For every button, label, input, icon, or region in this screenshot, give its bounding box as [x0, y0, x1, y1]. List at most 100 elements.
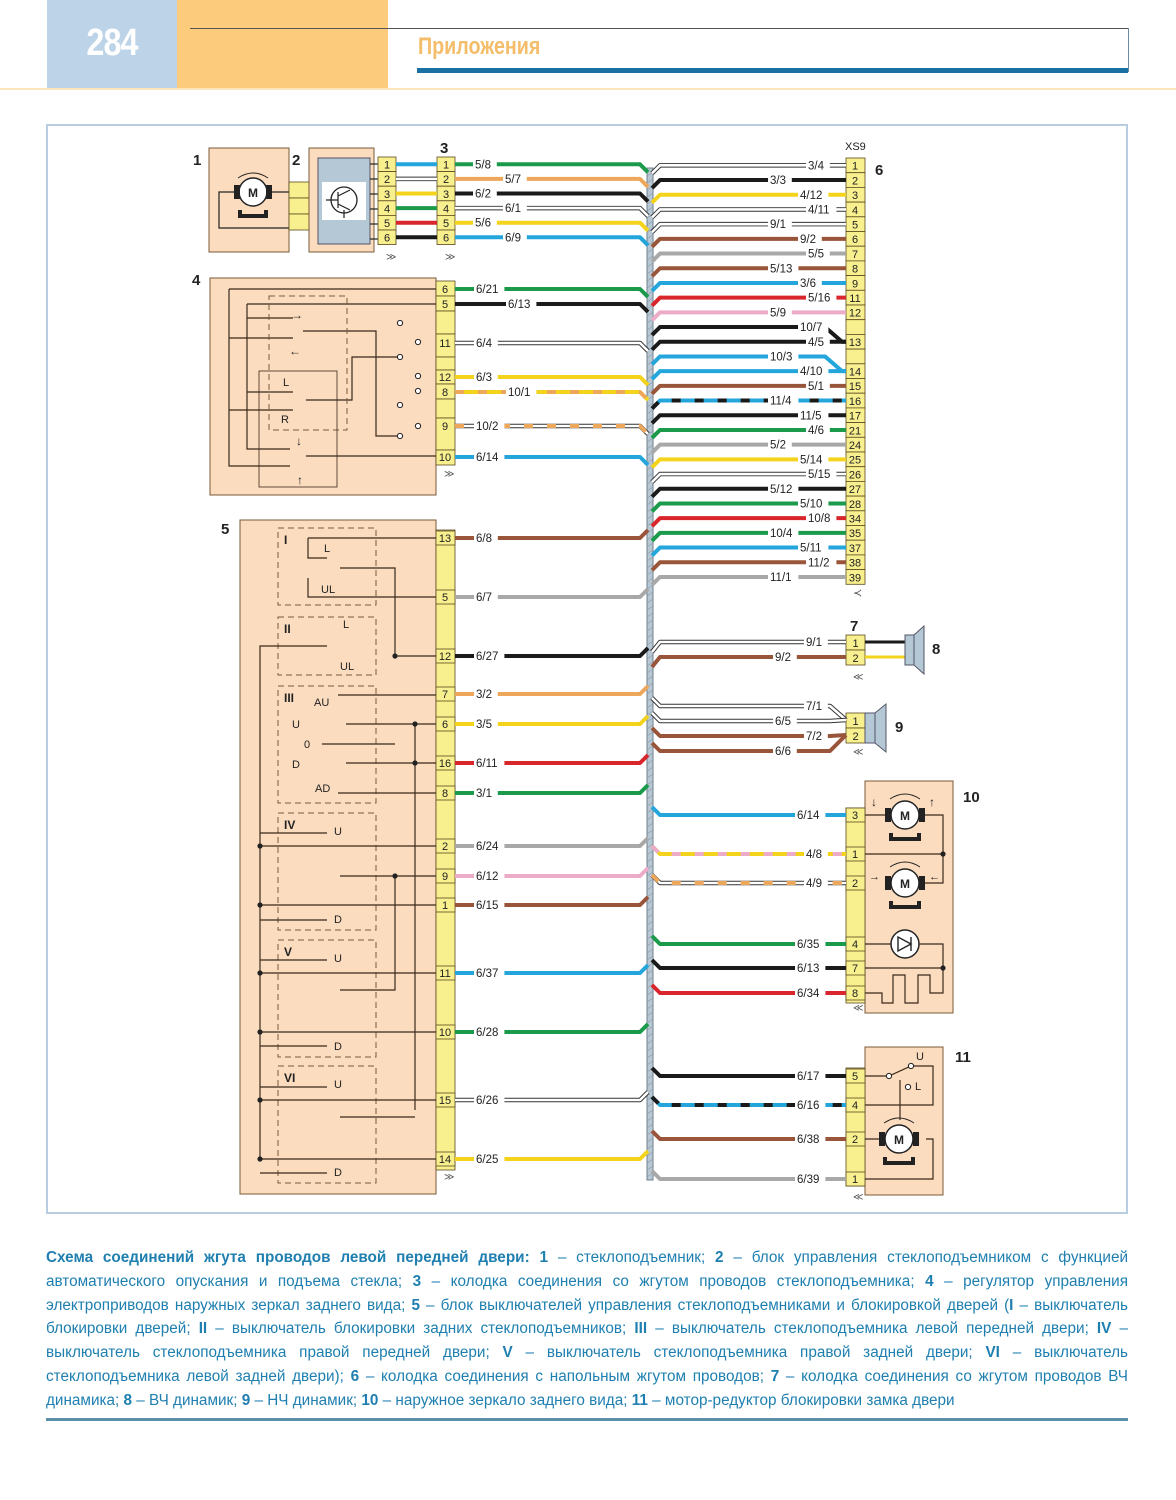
bundle-hatch [646, 1025, 654, 1031]
wire-xs9-9 [650, 280, 846, 293]
wire-label: 9/2 [775, 652, 791, 664]
bundle-hatch [646, 1158, 654, 1164]
wire-label-bg [768, 481, 799, 495]
wire-xs9-7 [650, 251, 846, 263]
switch-III-box [277, 685, 377, 804]
bundle-hatch [646, 794, 654, 800]
caption-key: 8 [123, 1391, 133, 1409]
wire-xs9-24 [650, 442, 846, 455]
mirror-circuit [865, 814, 944, 1004]
arrow-up-icon: ↑ [929, 795, 935, 809]
bundle-hatch [646, 745, 654, 751]
caption-text: – наружное зеркало заднего вида; [378, 1391, 632, 1409]
wire-label: 6/27 [476, 651, 498, 663]
wire-label: 4/8 [806, 849, 822, 861]
wire-label-bg [473, 186, 497, 200]
motor-icon-label: M [248, 186, 258, 200]
wire-label: 7/2 [806, 731, 822, 743]
wire-5-8 [455, 783, 650, 795]
bundle-hatch [646, 192, 654, 198]
motor-base [238, 210, 268, 218]
wire-4-6 [455, 287, 650, 299]
caption-text: – выключатель стеклоподъемника левой зад… [46, 1344, 1128, 1385]
switch-contact [396, 432, 404, 440]
caption-key: 7 [770, 1367, 780, 1385]
bundle-hatch [646, 920, 654, 926]
bundle-hatch [646, 206, 654, 212]
wire-label-bg [768, 349, 799, 363]
wire-xs9-34 [650, 516, 846, 528]
bundle-hatch [646, 430, 654, 436]
wire-label: 6/26 [476, 1095, 498, 1107]
wire-7-1-core [650, 640, 846, 653]
bundle-hatch [646, 241, 654, 247]
wire-label-bg [503, 171, 527, 185]
wire-label: 5/14 [800, 454, 823, 466]
bundle-hatch [646, 710, 654, 716]
switch-contact [396, 319, 404, 327]
mirror-motor-1-icon-brush [885, 808, 891, 822]
bundle-hatch [646, 451, 654, 457]
bundle-hatch [646, 283, 654, 289]
switch-label: 0 [304, 739, 310, 751]
wire-label-bg [768, 305, 792, 319]
xs9-pin-label: 27 [849, 484, 861, 496]
connector-4-pin [435, 356, 456, 371]
wire-label: 9/1 [806, 637, 822, 649]
tweeter-cone-icon [913, 624, 925, 676]
wire-xs9-38 [650, 560, 846, 572]
junction-dot [412, 721, 418, 727]
connector-2-pin-label: 2 [384, 174, 390, 186]
wire-5-1 [455, 895, 650, 907]
xs9-pin-label: 25 [849, 455, 861, 467]
caption-text: – колодка соединения со жгутом проводов … [46, 1367, 1128, 1409]
connector-11-pin-label: 2 [852, 1134, 858, 1146]
wire-10-4 [650, 934, 846, 946]
mirror-motor-2-icon-rotation-icon [889, 861, 921, 868]
mirror-led-icon [890, 929, 920, 959]
connector-10-mark-icon: ≪ [853, 1003, 863, 1014]
wire-xs9-4-core [651, 208, 846, 219]
wire-label-bg [474, 717, 498, 730]
wire-label: 5/2 [770, 440, 786, 452]
bundle-hatch [646, 724, 654, 730]
mirror-motor-2-icon-brush [919, 876, 925, 890]
bundle-hatch [646, 255, 654, 261]
xs9-pin-label: 24 [849, 440, 861, 452]
wire-9-6/6 [650, 733, 848, 753]
bundle-hatch [646, 374, 654, 380]
wire-label-bg [795, 1098, 826, 1111]
bundle-hatch [646, 1102, 654, 1108]
mirror-motor-2-icon-brush [885, 876, 891, 890]
switch-label: L [324, 543, 330, 555]
switch-label: AU [314, 697, 329, 709]
regulator-switch-group [268, 295, 348, 431]
bundle-hatch [646, 899, 654, 905]
caption-key: 6 [350, 1367, 360, 1385]
wire-5-13 [455, 528, 650, 540]
bundle-hatch [646, 416, 654, 422]
wire-label: 6/13 [508, 299, 530, 311]
page-number: 284 [86, 22, 138, 64]
caption-key: VI [985, 1344, 1000, 1362]
bundle-hatch [646, 731, 654, 737]
caption-rule [46, 1418, 1128, 1421]
wire-label-bg [506, 297, 537, 310]
lock-motor-icon-base [883, 1157, 915, 1165]
wire-label: 6/15 [476, 900, 498, 912]
connector-10-pin-label: 4 [852, 939, 858, 951]
wire-label-bg [798, 408, 829, 422]
arrow-right-icon: → [869, 871, 880, 883]
bundle-hatch [646, 1074, 654, 1080]
xs9-pin-label: 26 [849, 469, 861, 481]
xs9-pin-label: 38 [849, 558, 861, 570]
caption-text: – мотор-редуктор блокировки замка двери [647, 1391, 955, 1409]
junction-dot [257, 1029, 263, 1035]
switch-I-label: I [284, 533, 287, 547]
wire-label: 5/10 [800, 498, 822, 510]
bundle-hatch [646, 661, 654, 667]
wire-xs9-3 [650, 192, 846, 205]
wire-label-bg [768, 569, 799, 583]
connector-2-pin-label: 5 [384, 218, 390, 230]
motor-connector [288, 213, 310, 231]
